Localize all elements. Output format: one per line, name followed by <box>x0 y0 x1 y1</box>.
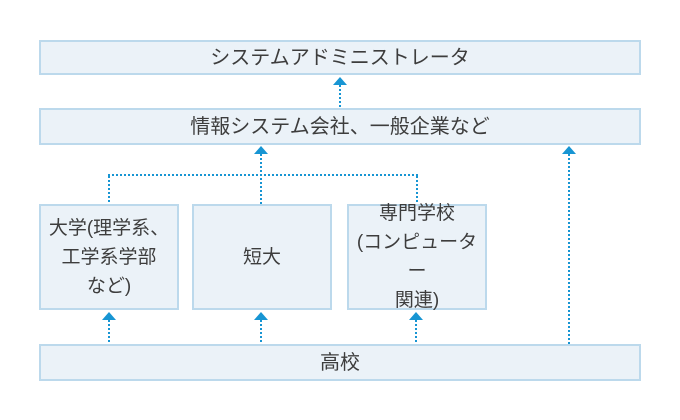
node-companies: 情報システム会社、一般企業など <box>39 108 641 145</box>
arrow-highschool-to-university <box>108 320 110 344</box>
arrowhead-up-icon <box>254 312 268 320</box>
connector-vocational-branch <box>416 176 418 204</box>
node-junior-college: 短大 <box>192 204 332 310</box>
node-university: 大学(理学系、 工学系学部 など) <box>39 204 179 310</box>
node-high-school: 高校 <box>39 344 641 381</box>
arrow-highschool-to-vocational <box>415 320 417 344</box>
arrowhead-up-icon <box>409 312 423 320</box>
arrow-highschool-to-junior-college <box>260 320 262 344</box>
arrowhead-up-icon <box>562 146 576 154</box>
arrowhead-up-icon <box>254 146 268 154</box>
connector-schools-horizontal <box>108 174 418 176</box>
arrowhead-up-icon <box>333 77 347 85</box>
arrow-schools-to-companies-trunk <box>260 154 262 204</box>
node-system-administrator: システムアドミニストレータ <box>39 40 641 75</box>
arrow-companies-to-admin <box>339 85 341 107</box>
arrowhead-up-icon <box>102 312 116 320</box>
node-vocational-school: 専門学校 (コンピューター 関連) <box>347 203 487 311</box>
arrow-highschool-to-companies <box>568 154 570 344</box>
connector-university-branch <box>108 176 110 204</box>
